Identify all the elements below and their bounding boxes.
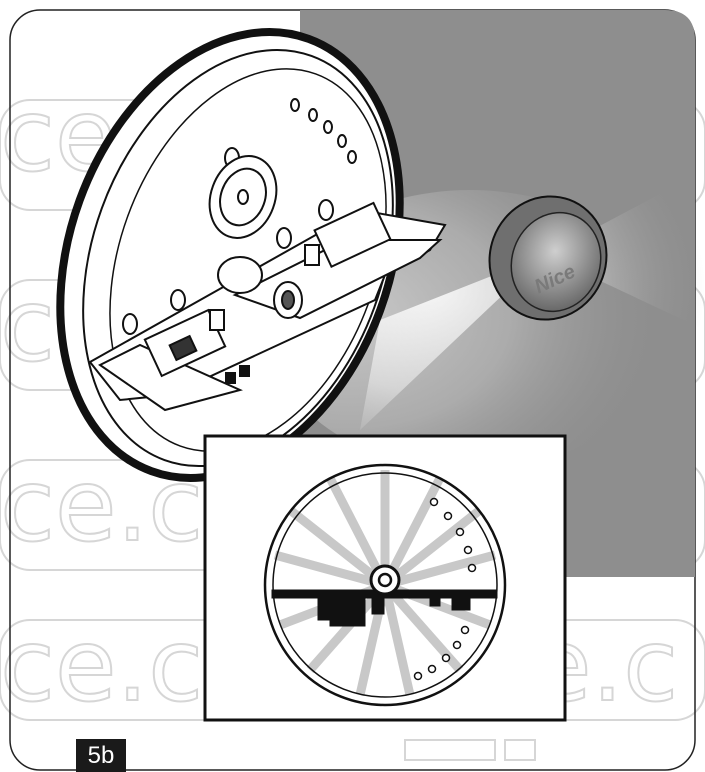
inset-disc <box>263 463 507 707</box>
figure-label: 5b <box>76 739 126 772</box>
inset-mount-bar <box>271 564 498 627</box>
light-beam <box>360 170 705 430</box>
photocell-bracket <box>88 201 447 412</box>
inset-holes <box>413 497 477 681</box>
svg-text:ce.c: ce.c <box>0 607 203 724</box>
photocell-device <box>488 195 608 321</box>
central-hub <box>208 155 278 239</box>
